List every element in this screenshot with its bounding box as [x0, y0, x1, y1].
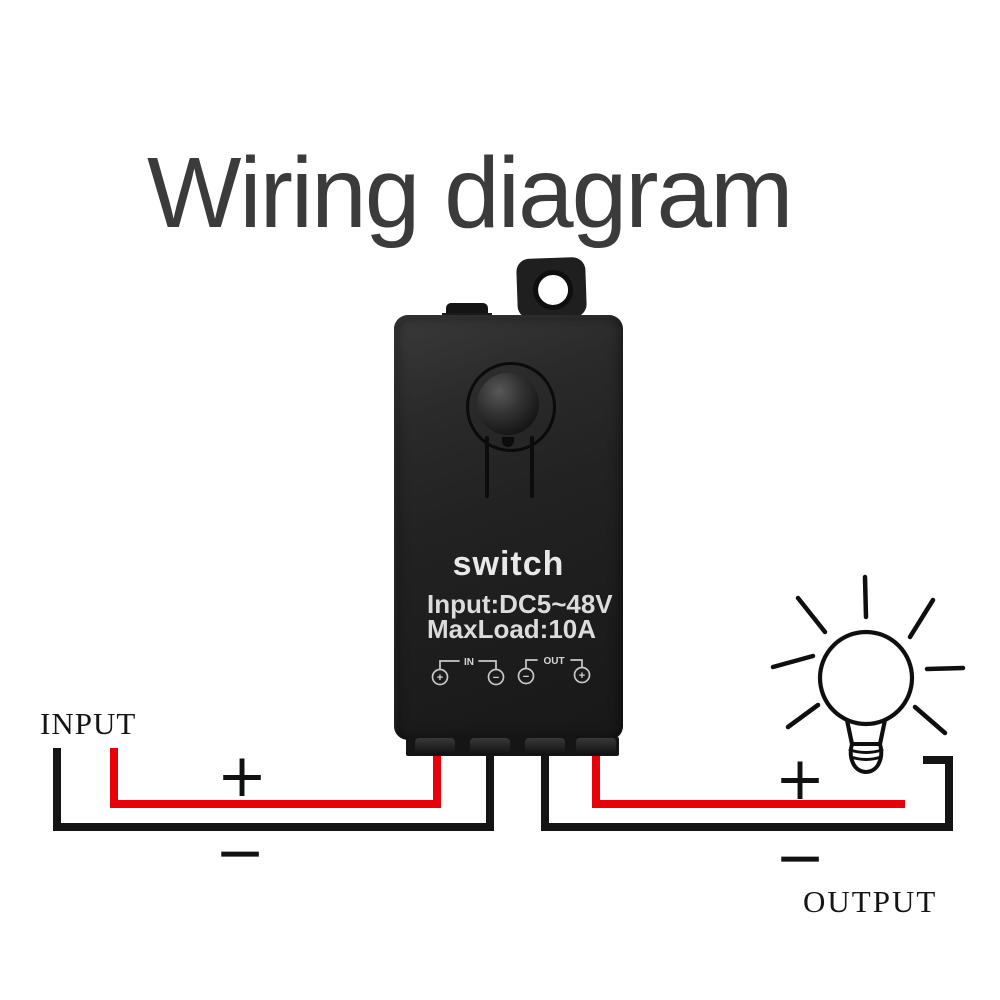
out-label: OUT: [543, 656, 564, 667]
output-positive-wire-horizontal: [592, 800, 905, 808]
terminal-screw: [415, 738, 455, 755]
device-in-negative-lead: [486, 750, 494, 831]
in-label: IN: [464, 657, 474, 668]
input-plus-symbol: +: [216, 741, 268, 811]
device-out-negative-lead: [541, 750, 549, 831]
switch-module-body: [394, 315, 623, 740]
input-positive-wire-vertical: [110, 748, 118, 808]
output-negative-wire-hook: [923, 756, 953, 764]
device-in-positive-lead: [433, 750, 441, 808]
output-label: OUTPUT: [803, 884, 938, 919]
groove-slot-left: [485, 436, 489, 498]
sensor-groove: [466, 362, 556, 452]
terminal-screw: [470, 738, 510, 755]
in-positive-symbol: +: [437, 672, 443, 684]
sensor-lead-notch: [502, 437, 514, 447]
terminal-markings: IN + − OUT − +: [431, 656, 591, 686]
in-negative-terminal-icon: [487, 668, 505, 686]
in-positive-terminal-icon: [431, 668, 449, 686]
groove-slot-right: [530, 436, 534, 498]
terminal-block: [406, 737, 619, 756]
sensor-dome-icon: [477, 373, 539, 435]
input-negative-wire-vertical: [53, 748, 61, 831]
terminal-screw: [525, 738, 565, 755]
light-bulb-icon: [770, 574, 966, 775]
mounting-hole-icon: [532, 269, 574, 311]
output-minus-symbol: −: [774, 823, 826, 893]
input-negative-wire-horizontal: [53, 823, 494, 831]
input-minus-symbol: −: [214, 818, 266, 888]
input-label: INPUT: [40, 706, 137, 741]
output-negative-wire-horizontal: [541, 823, 953, 831]
out-positive-terminal-icon: [573, 666, 591, 684]
out-negative-symbol: −: [523, 671, 529, 683]
in-negative-symbol: −: [493, 672, 499, 684]
mounting-tab: [515, 256, 588, 320]
out-positive-symbol: +: [579, 670, 585, 682]
device-out-positive-lead: [592, 750, 600, 808]
output-negative-wire-vertical: [945, 756, 953, 831]
output-plus-symbol: +: [774, 744, 826, 814]
page-title: Wiring diagram: [147, 137, 793, 249]
input-positive-wire-horizontal: [110, 800, 441, 808]
terminal-screw: [576, 738, 616, 755]
out-negative-terminal-icon: [517, 667, 535, 685]
